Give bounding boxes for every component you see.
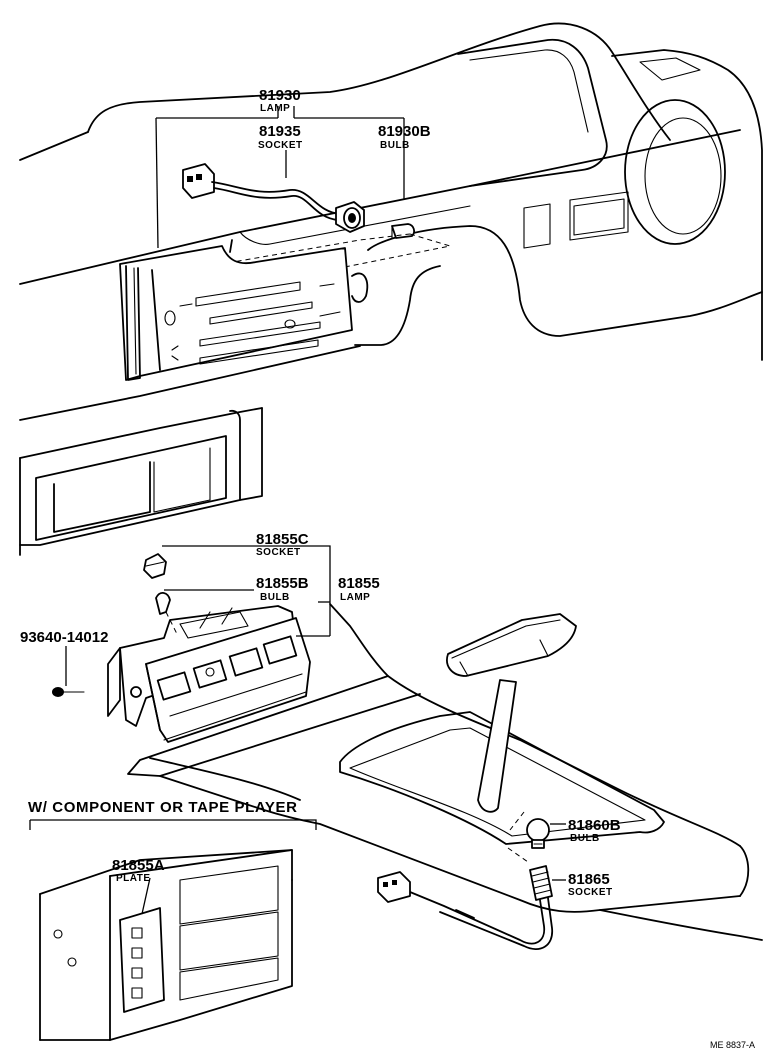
callout-81855a: 81855A PLATE	[112, 857, 165, 884]
socket-81935	[335, 201, 365, 233]
socket-81855c	[143, 553, 167, 579]
bulb-81855b	[155, 592, 171, 615]
part-number: 81855	[338, 575, 380, 592]
bulb-81860b	[526, 818, 550, 849]
part-name: PLATE	[116, 873, 151, 884]
part-name: SOCKET	[568, 887, 613, 898]
reference-code: ME 8837-A	[710, 1040, 755, 1050]
callout-81930b: 81930B BULB	[378, 123, 431, 151]
part-name: BULB	[380, 140, 410, 151]
callout-81855: 81855 LAMP	[338, 575, 380, 603]
part-name: SOCKET	[258, 140, 303, 151]
screw-93640-14012	[52, 687, 85, 697]
part-number: 81860B	[568, 817, 621, 834]
callout-81860b: 81860B BULB	[568, 817, 621, 844]
part-number: 81935	[259, 123, 301, 140]
dash-lower-bay	[19, 407, 263, 556]
callout-93640-14012: 93640-14012	[20, 629, 108, 646]
callout-81930: 81930 LAMP	[259, 87, 301, 114]
dashboard-upper	[19, 22, 763, 459]
part-name: BULB	[570, 833, 600, 844]
leader-lines	[65, 106, 566, 915]
part-number: 81930	[259, 87, 301, 104]
inset-panel	[29, 819, 317, 1041]
part-number: 81855C	[256, 531, 309, 548]
bulb-81930b	[391, 223, 415, 239]
center-console	[127, 603, 763, 941]
callout-81855b: 81855B BULB	[256, 575, 309, 603]
part-number: 81855B	[256, 575, 309, 592]
part-name: SOCKET	[256, 547, 301, 558]
part-name: LAMP	[340, 592, 370, 603]
switch-lamp-assembly-81855	[107, 605, 311, 743]
part-name: BULB	[260, 592, 290, 603]
callout-81855c: 81855C SOCKET	[256, 531, 309, 558]
callout-81865: 81865 SOCKET	[568, 871, 613, 898]
climate-control-panel	[119, 239, 369, 381]
part-number: 81930B	[378, 123, 431, 140]
lamp-81930-harness	[182, 163, 341, 221]
part-number: 81855A	[112, 857, 165, 874]
inset-heading: W/ COMPONENT OR TAPE PLAYER	[28, 799, 298, 816]
socket-81865	[377, 865, 553, 950]
part-number: 81865	[568, 871, 610, 888]
part-name: LAMP	[260, 103, 290, 114]
callout-81935: 81935 SOCKET	[258, 123, 303, 151]
part-number: 93640-14012	[20, 629, 108, 646]
